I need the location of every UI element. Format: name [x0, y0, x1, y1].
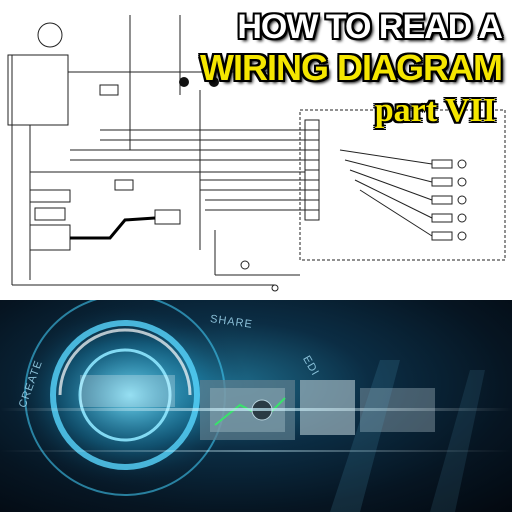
lamp	[209, 77, 219, 87]
fuse-box	[114, 179, 134, 191]
lamp	[179, 77, 189, 87]
ignition-switch	[37, 22, 63, 48]
ring-arc	[58, 328, 192, 396]
fuse-symbol	[240, 260, 250, 270]
switch-group	[339, 149, 467, 241]
circuit-board-outline	[299, 109, 506, 261]
tech-graphic-panel: SHARE CREATE EDI	[0, 300, 512, 512]
ground-symbol	[271, 284, 279, 292]
title-line-2: WIRING DIAGRAM	[200, 47, 503, 88]
beam	[430, 370, 485, 512]
component-box	[29, 189, 71, 203]
component-box	[34, 207, 66, 221]
title-line-3: part VII	[374, 92, 496, 129]
hud-graphic	[0, 300, 512, 512]
inner-ring	[78, 348, 172, 442]
battery-box	[154, 209, 181, 225]
light-streak	[0, 408, 512, 411]
light-streak	[0, 450, 512, 452]
starter-cable	[70, 216, 156, 240]
wiring-diagram-panel: HOW TO READ A WIRING DIAGRAM part VII	[7, 8, 506, 292]
panel-card	[300, 380, 355, 435]
engine-box	[29, 224, 71, 251]
wire-loop	[7, 54, 69, 126]
wiring-diagram	[7, 15, 506, 292]
title-line-1: HOW TO READ A	[237, 8, 503, 46]
fuse-box	[99, 84, 119, 96]
panel-card	[80, 375, 175, 407]
beam	[330, 360, 400, 512]
middle-ring	[50, 320, 200, 470]
